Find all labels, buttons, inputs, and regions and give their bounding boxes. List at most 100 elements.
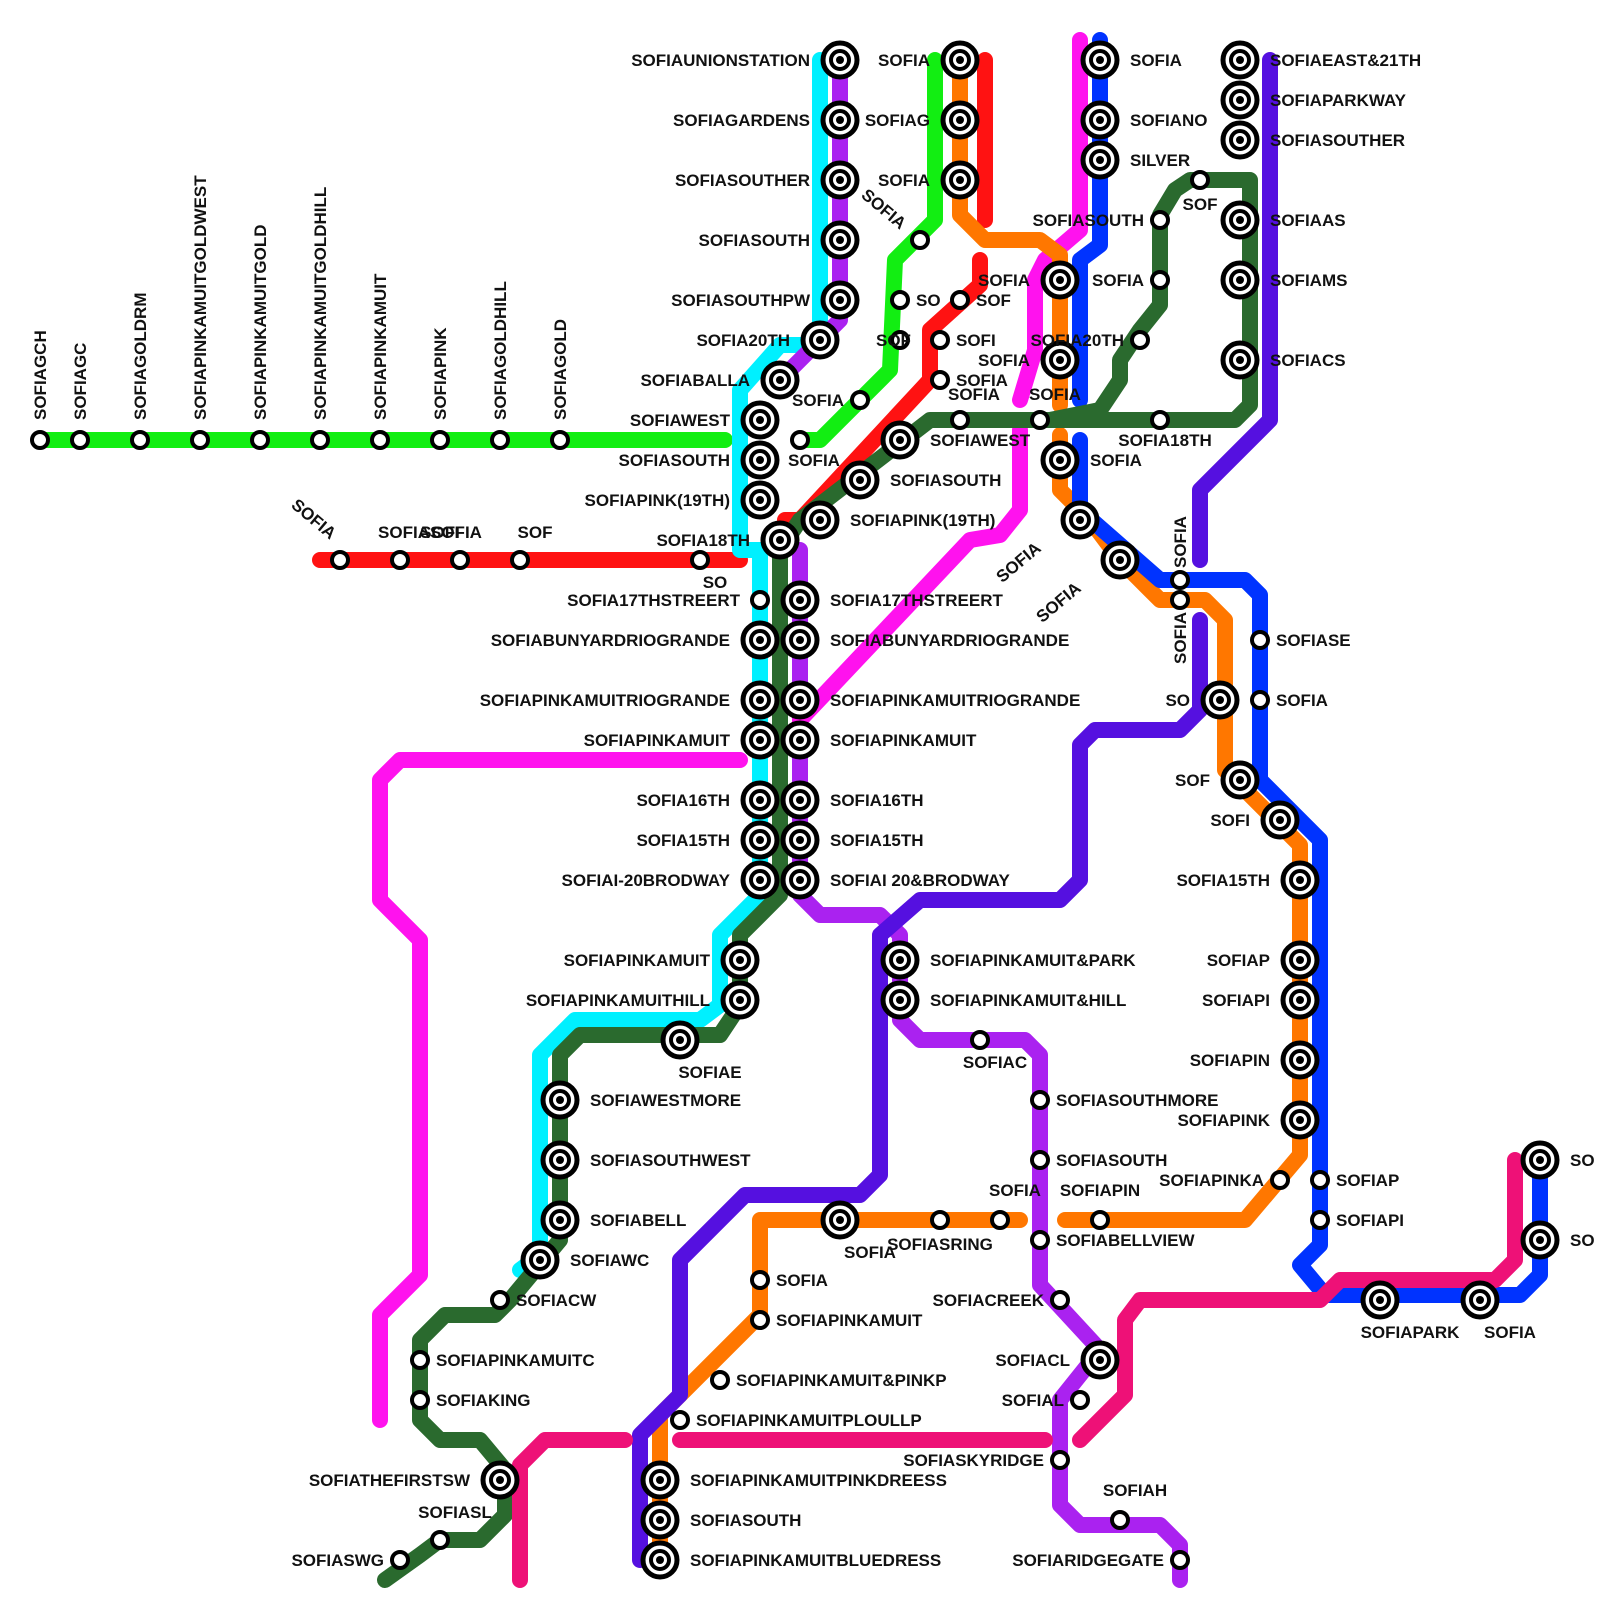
station-71[interactable]	[1150, 210, 1170, 230]
station-22[interactable]	[740, 400, 780, 440]
station-68[interactable]	[1080, 40, 1120, 80]
station-21[interactable]	[760, 360, 800, 400]
station-60[interactable]	[790, 430, 810, 450]
station-42[interactable]	[660, 1020, 700, 1060]
station-119[interactable]	[750, 1270, 770, 1290]
station-48[interactable]	[410, 1350, 430, 1370]
station-125[interactable]	[640, 1540, 680, 1580]
station-104[interactable]	[880, 980, 920, 1020]
station-18[interactable]	[820, 220, 860, 260]
station-80[interactable]	[1220, 80, 1260, 120]
station-19[interactable]	[820, 280, 860, 320]
station-81[interactable]	[1220, 120, 1260, 160]
station-93[interactable]	[1220, 760, 1260, 800]
station-90[interactable]	[1250, 630, 1270, 650]
station-59[interactable]	[850, 390, 870, 410]
station-29[interactable]	[740, 720, 780, 760]
station-25[interactable]	[760, 520, 800, 560]
station-110[interactable]	[1080, 1340, 1120, 1380]
station-3[interactable]	[190, 430, 210, 450]
station-64[interactable]	[950, 410, 970, 430]
station-62[interactable]	[930, 330, 950, 350]
station-49[interactable]	[410, 1390, 430, 1410]
station-5[interactable]	[310, 430, 330, 450]
station-30[interactable]	[740, 780, 780, 820]
station-58[interactable]	[950, 290, 970, 310]
station-128[interactable]	[1520, 1140, 1560, 1180]
station-1[interactable]	[70, 430, 90, 450]
station-33[interactable]	[780, 580, 820, 620]
station-67[interactable]	[800, 500, 840, 540]
station-97[interactable]	[1280, 980, 1320, 1020]
station-75[interactable]	[1040, 340, 1080, 380]
station-41[interactable]	[720, 980, 760, 1020]
station-53[interactable]	[940, 40, 980, 80]
station-111[interactable]	[1070, 1390, 1090, 1410]
station-122[interactable]	[670, 1410, 690, 1430]
station-98[interactable]	[1280, 1040, 1320, 1080]
station-115[interactable]	[820, 1200, 860, 1240]
station-2[interactable]	[130, 430, 150, 450]
station-69[interactable]	[1080, 100, 1120, 140]
station-46[interactable]	[520, 1240, 560, 1280]
station-117[interactable]	[990, 1210, 1010, 1230]
station-83[interactable]	[1220, 200, 1260, 240]
station-127[interactable]	[1460, 1280, 1500, 1320]
station-123[interactable]	[640, 1460, 680, 1500]
station-12[interactable]	[450, 550, 470, 570]
station-26[interactable]	[750, 590, 770, 610]
station-28[interactable]	[740, 680, 780, 720]
station-32[interactable]	[740, 860, 780, 900]
station-109[interactable]	[1050, 1290, 1070, 1310]
station-102[interactable]	[1310, 1210, 1330, 1230]
station-39[interactable]	[780, 860, 820, 900]
station-4[interactable]	[250, 430, 270, 450]
station-35[interactable]	[780, 680, 820, 720]
station-27[interactable]	[740, 620, 780, 660]
station-56[interactable]	[910, 230, 930, 250]
station-129[interactable]	[1520, 1220, 1560, 1260]
station-82[interactable]	[1190, 170, 1210, 190]
station-37[interactable]	[780, 780, 820, 820]
station-54[interactable]	[940, 100, 980, 140]
station-8[interactable]	[490, 430, 510, 450]
station-44[interactable]	[540, 1140, 580, 1180]
station-43[interactable]	[540, 1080, 580, 1120]
station-121[interactable]	[710, 1370, 730, 1390]
station-9[interactable]	[550, 430, 570, 450]
station-36[interactable]	[780, 720, 820, 760]
station-95[interactable]	[1280, 860, 1320, 900]
station-105[interactable]	[970, 1030, 990, 1050]
station-85[interactable]	[1220, 340, 1260, 380]
station-77[interactable]	[1040, 440, 1080, 480]
station-114[interactable]	[1170, 1550, 1190, 1570]
station-76[interactable]	[1030, 410, 1050, 430]
station-23[interactable]	[740, 440, 780, 480]
station-94[interactable]	[1260, 800, 1300, 840]
station-63[interactable]	[930, 370, 950, 390]
station-31[interactable]	[740, 820, 780, 860]
station-107[interactable]	[1030, 1150, 1050, 1170]
station-10[interactable]	[330, 550, 350, 570]
station-106[interactable]	[1030, 1090, 1050, 1110]
station-84[interactable]	[1220, 260, 1260, 300]
station-66[interactable]	[840, 460, 880, 500]
station-103[interactable]	[880, 940, 920, 980]
station-74[interactable]	[1130, 330, 1150, 350]
station-14[interactable]	[690, 550, 710, 570]
station-118[interactable]	[1090, 1210, 1110, 1230]
station-45[interactable]	[540, 1200, 580, 1240]
station-86[interactable]	[1060, 500, 1100, 540]
station-116[interactable]	[930, 1210, 950, 1230]
station-108[interactable]	[1030, 1230, 1050, 1250]
station-24[interactable]	[740, 480, 780, 520]
station-91[interactable]	[1250, 690, 1270, 710]
station-112[interactable]	[1050, 1450, 1070, 1470]
station-73[interactable]	[1040, 260, 1080, 300]
station-89[interactable]	[1170, 590, 1190, 610]
station-57[interactable]	[890, 290, 910, 310]
station-124[interactable]	[640, 1500, 680, 1540]
station-34[interactable]	[780, 620, 820, 660]
station-79[interactable]	[1220, 40, 1260, 80]
station-52[interactable]	[390, 1550, 410, 1570]
